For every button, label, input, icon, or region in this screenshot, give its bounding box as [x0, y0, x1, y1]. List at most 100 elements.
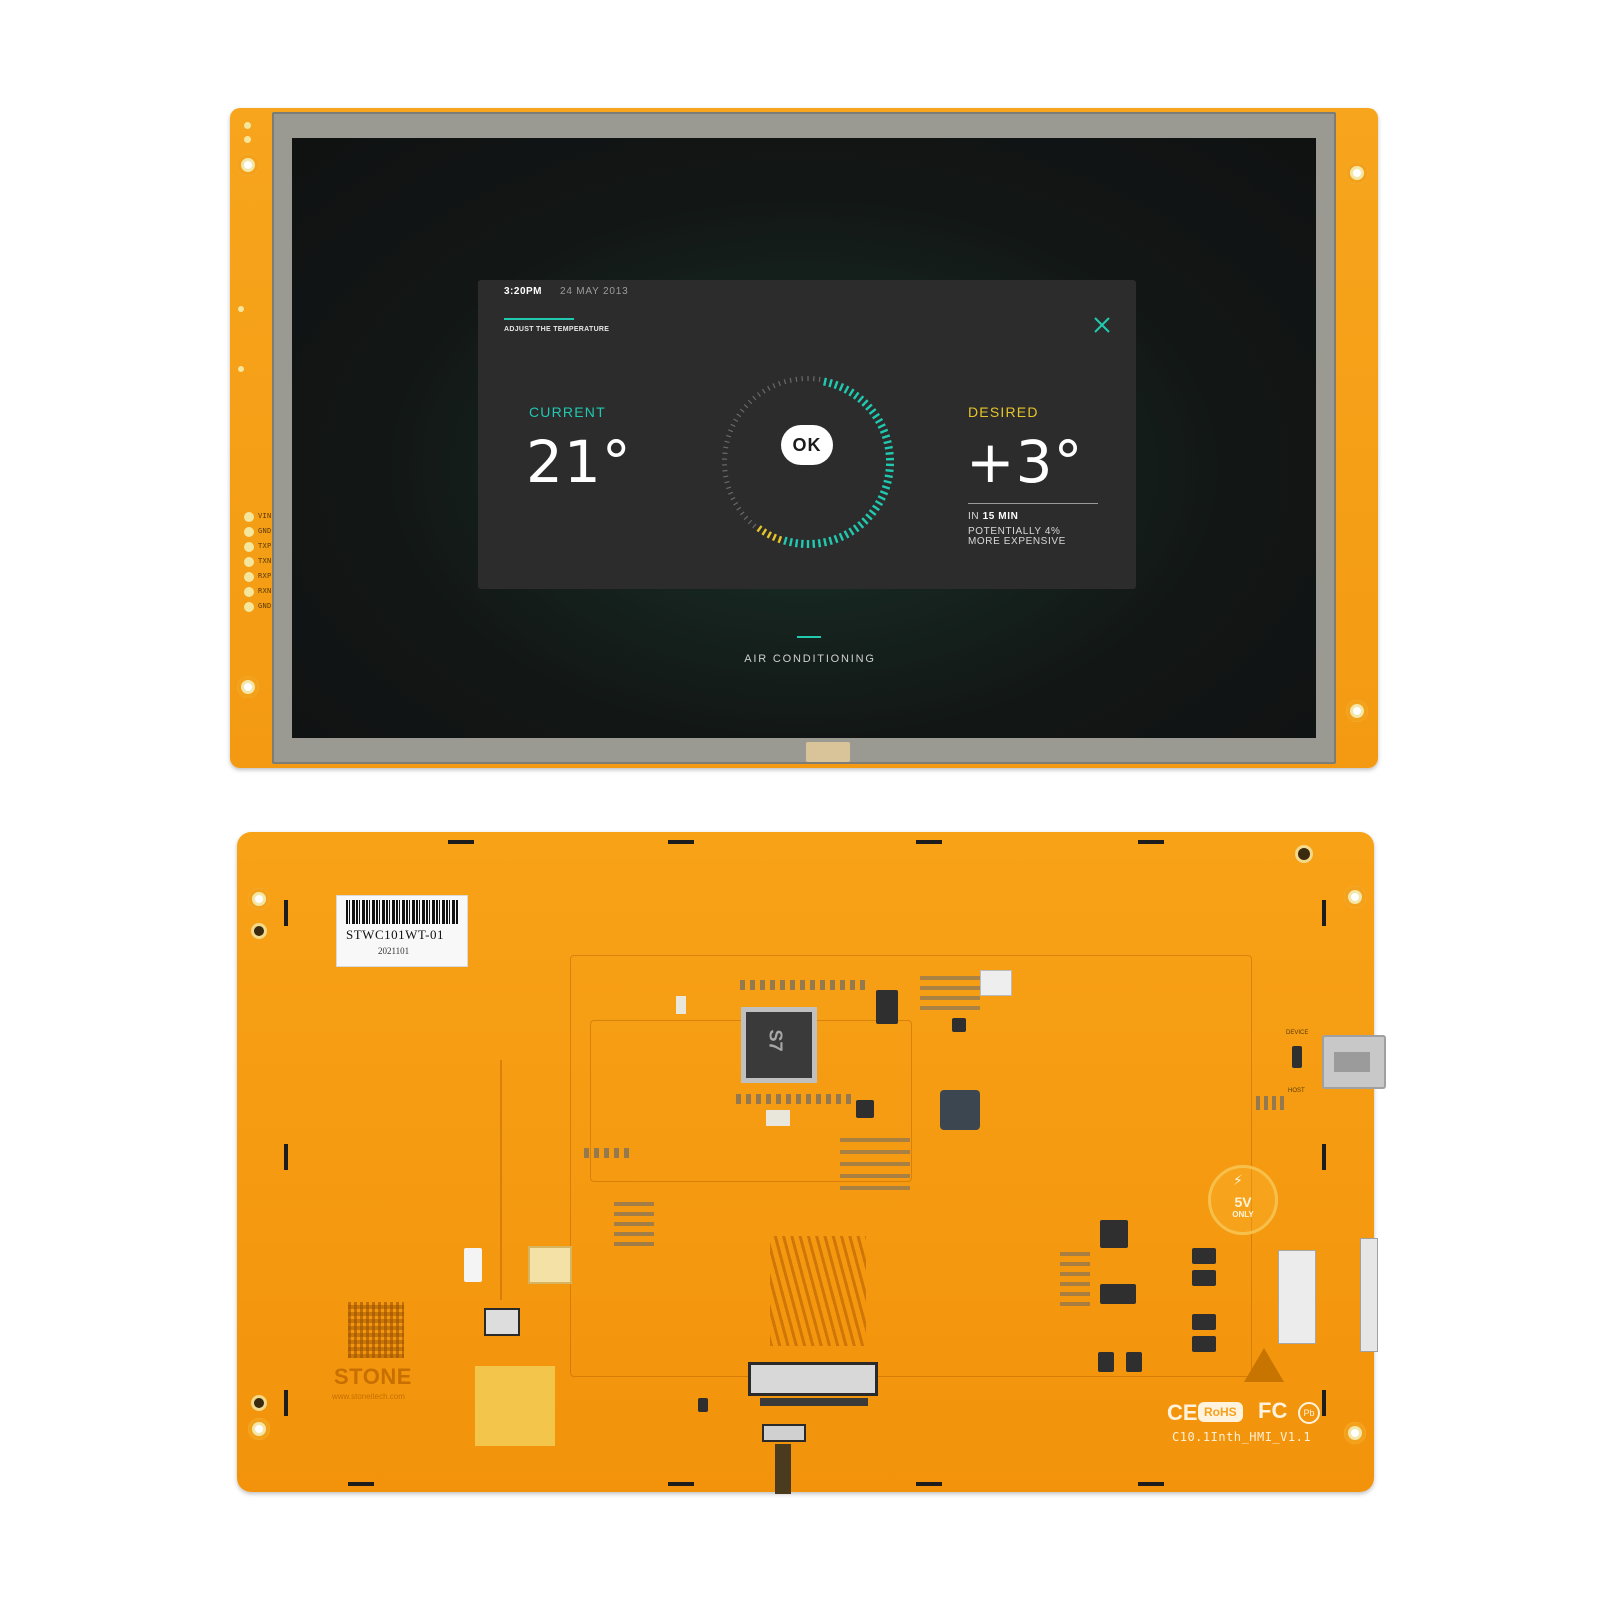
temperature-dial[interactable] [718, 372, 898, 552]
inductor [1192, 1248, 1216, 1264]
transistor [1098, 1352, 1114, 1372]
pin-label: TXN [258, 557, 272, 565]
mount-hole-icon [237, 154, 259, 176]
dial-tick [879, 428, 889, 434]
dial-tick [852, 391, 860, 400]
clip-icon [1138, 1482, 1164, 1486]
clip-icon [1322, 1390, 1326, 1416]
pad-dot [238, 306, 244, 312]
uart-connector [1278, 1250, 1316, 1344]
lightning-icon: ⚡ [1233, 1172, 1243, 1188]
dial-tick [879, 490, 889, 496]
dial-tick [794, 539, 799, 548]
desired-temp-value: +3° [966, 428, 1084, 496]
dial-tick [722, 452, 728, 455]
passive-row [920, 970, 980, 1010]
dial-tick [724, 481, 730, 484]
mount-hole-icon [248, 888, 270, 910]
dial-tick [795, 376, 798, 382]
pin-label: GND [258, 602, 272, 610]
close-button[interactable] [1091, 314, 1113, 336]
dial-tick [777, 535, 783, 544]
passive-row [840, 1130, 910, 1190]
audio-connector [484, 1308, 520, 1336]
usb-mode-switch[interactable] [1292, 1046, 1302, 1068]
date-code: 2021101 [378, 946, 410, 956]
dial-tick [743, 404, 749, 409]
dial-tick [722, 469, 728, 472]
dial-tick [789, 377, 792, 383]
battery-connector [980, 970, 1012, 996]
dial-tick [833, 380, 839, 390]
passive-row [1060, 1246, 1090, 1306]
buzzer [940, 1090, 980, 1130]
dial-tick [817, 539, 822, 548]
crystal [766, 1110, 790, 1126]
dial-tick [772, 383, 776, 389]
dial-tick [877, 495, 886, 501]
dial-tick [730, 423, 736, 428]
dial-tick [783, 536, 788, 545]
badge-note: ONLY [1232, 1210, 1254, 1219]
clip-icon [1322, 1144, 1326, 1170]
current-temp-value: 21° [526, 428, 632, 496]
dial-tick [728, 491, 734, 495]
dial-tick [848, 388, 855, 397]
dial-tick [771, 533, 777, 542]
dial-tick [881, 434, 891, 440]
cpu-marking: S7 [765, 1029, 786, 1052]
usb-tongue [1334, 1052, 1370, 1072]
rohs-mark: RoHS [1198, 1402, 1243, 1422]
inductor [1192, 1314, 1216, 1330]
ic-chip [1100, 1220, 1128, 1248]
ok-button[interactable]: OK [781, 425, 833, 465]
pin-label: TXP [258, 542, 272, 550]
usb-label-device: DEVICE [1286, 1030, 1309, 1036]
pad-white [464, 1248, 482, 1282]
dial-tick [761, 388, 766, 394]
dial-tick [861, 399, 869, 407]
time-note-prefix: IN [968, 511, 980, 522]
dial-tick [838, 382, 845, 392]
clip-icon [348, 1482, 374, 1486]
dial-tick [723, 446, 729, 449]
passive-row [736, 1094, 856, 1104]
card-heading: ADJUST THE TEMPERATURE [504, 326, 610, 333]
dial-tick [730, 496, 736, 501]
pin-pad-icon [244, 557, 254, 567]
close-icon [1094, 317, 1110, 333]
power-5v-badge [1208, 1165, 1278, 1235]
touch-flex-cable [775, 1444, 791, 1494]
barcode-icon [346, 900, 458, 924]
pin-label: RXP [258, 572, 272, 580]
passive-row [614, 1196, 654, 1246]
touch-flex-tail [806, 742, 850, 762]
dial-tick [874, 499, 884, 507]
ic-chip [1100, 1284, 1136, 1304]
dial-tick [739, 408, 745, 413]
fiducial-icon [254, 1398, 264, 1408]
dial-tick [868, 408, 877, 415]
time-note: IN 15 MIN [968, 511, 1018, 522]
divider [968, 503, 1098, 504]
current-temp-label: CURRENT [529, 404, 606, 420]
clip-icon [284, 900, 288, 926]
pin-pad-icon [244, 602, 254, 612]
pad-dot [244, 122, 251, 129]
clip-icon [668, 1482, 694, 1486]
dial-tick [812, 539, 816, 548]
mount-hole-icon [1346, 162, 1368, 184]
dial-tick [736, 506, 742, 511]
ic-chip [952, 1018, 966, 1032]
ribbon-traces [770, 1236, 866, 1346]
dial-tick [800, 539, 804, 548]
cpu-chip [746, 1012, 812, 1078]
dial-tick [881, 484, 891, 490]
pin-header [244, 512, 260, 616]
clip-icon [916, 840, 942, 844]
dial-tick [883, 479, 892, 484]
dial-tick [865, 403, 873, 411]
dial-tick [733, 501, 739, 506]
dial-tick [868, 509, 877, 516]
transistor [1126, 1352, 1142, 1372]
